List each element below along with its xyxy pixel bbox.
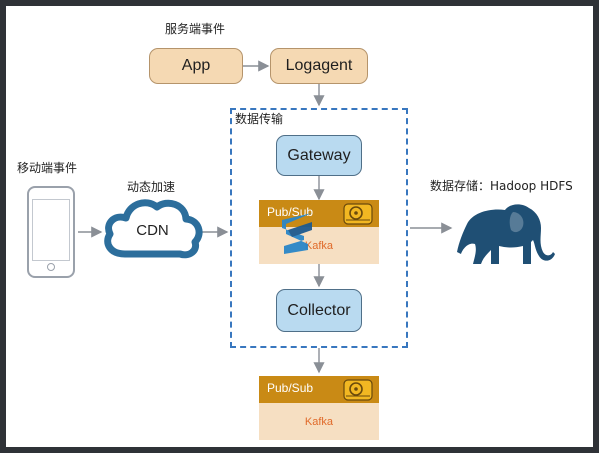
kafka-outer-body <box>259 403 379 440</box>
cdn-label: CDN <box>136 222 169 239</box>
mobile-events-label: 移动端事件 <box>17 161 78 175</box>
data-transfer-label: 数据传输 <box>235 112 284 126</box>
gateway-node: Gateway <box>276 135 362 176</box>
phone-home-button <box>47 263 55 271</box>
phone-screen <box>32 199 70 261</box>
cloud-icon <box>104 199 203 259</box>
kafka-outer: Pub/Sub Kafka <box>259 376 379 440</box>
app-node: App <box>149 48 243 84</box>
kafka-outer-name: Kafka <box>304 416 334 428</box>
watermark-logo <box>282 213 312 254</box>
cdn-accel-label: 动态加速 <box>127 180 176 194</box>
data-storage-label: 数据存储：Hadoop HDFS <box>430 179 573 193</box>
server-events-label: 服务端事件 <box>165 22 226 36</box>
kafka-inner-body <box>259 227 379 264</box>
hard-disk-icon <box>343 379 373 401</box>
kafka-inner: Pub/Sub Kafka <box>259 200 379 264</box>
connectors <box>78 60 453 374</box>
kafka-inner-name: Kafka <box>304 240 334 252</box>
hard-disk-icon <box>343 203 373 225</box>
collector-node: Collector <box>276 289 362 332</box>
mobile-phone-icon <box>27 186 75 278</box>
logagent-node: Logagent <box>270 48 368 84</box>
kafka-outer-pubsub-label: Pub/Sub <box>267 381 314 395</box>
architecture-diagram: 服务端事件 数据传输 移动端事件 动态加速 数据存储：Hadoop HDFS A… <box>6 6 593 447</box>
data-transfer-region <box>230 108 408 348</box>
hadoop-elephant-icon <box>457 204 555 264</box>
